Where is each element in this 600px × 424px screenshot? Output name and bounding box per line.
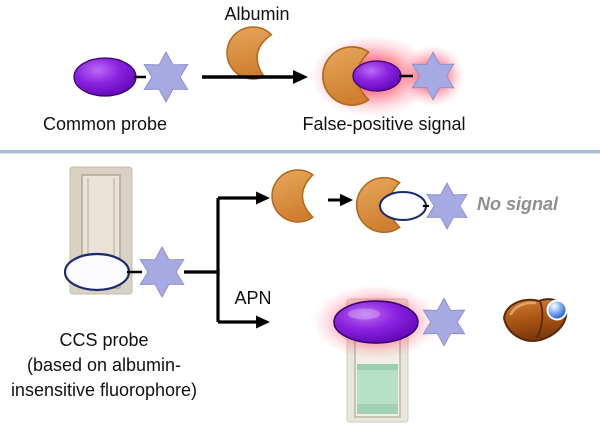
bound-probe-ellipse (352, 60, 402, 92)
apn-label: APN (234, 288, 272, 308)
ccs-probe-label: CCS probe (based on albumin- insensitive… (10, 330, 198, 400)
false-positive-label: False-positive signal (302, 114, 466, 134)
no-signal-label: No signal (477, 194, 559, 214)
fluorophore-star-icon (426, 182, 468, 230)
binding-arrow (328, 193, 353, 207)
targeting-sphere-icon (546, 299, 568, 321)
section-divider (0, 150, 600, 154)
albumin-icon (271, 169, 314, 223)
common-probe-icon (73, 51, 189, 103)
false-positive-complex-icon (310, 35, 464, 117)
albumin-label: Albumin (224, 4, 290, 24)
albumin-icon (222, 22, 273, 82)
ccs-probe-icon (63, 246, 185, 298)
albumin-bound-ccs-probe-icon (355, 176, 468, 234)
reaction-arrow (202, 70, 308, 84)
fluorophore-star-icon (143, 51, 189, 103)
liver-icon (503, 298, 568, 342)
branch-arrows (184, 191, 270, 329)
fluorophore-star-icon (139, 246, 185, 298)
activated-probe-icon (313, 285, 466, 359)
common-probe-label: Common probe (42, 114, 168, 134)
bound-probe-ellipse (379, 191, 427, 221)
